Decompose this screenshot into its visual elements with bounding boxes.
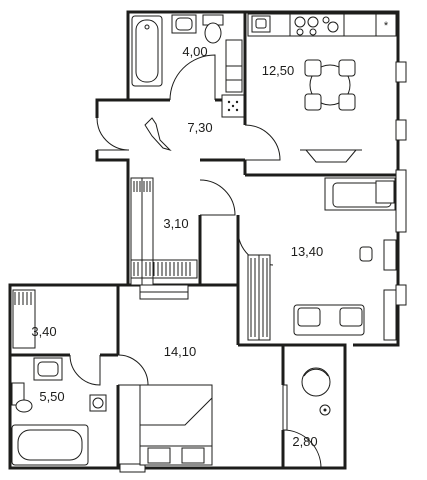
exterior-walls	[8, 10, 400, 470]
area-label-hallway: 7,30	[187, 120, 212, 135]
area-label-living-room: 13,40	[291, 244, 324, 259]
bath-top-fixtures	[131, 14, 245, 118]
area-label-bedroom: 14,10	[164, 344, 197, 359]
doors	[69, 54, 322, 469]
bedroom-fixtures	[139, 284, 213, 466]
area-label-bathroom-bottom: 5,50	[39, 389, 64, 404]
windows	[119, 61, 407, 473]
room-labels: 4,00 12,50 7,30 3,10 13,40 3,40 14,10 5,…	[31, 44, 323, 449]
area-label-kitchen: 12,50	[262, 63, 295, 78]
hallway-fixtures	[130, 117, 198, 286]
balcony-fixtures	[301, 367, 331, 416]
area-label-bathroom-top: 4,00	[182, 44, 207, 59]
svg-text:*: *	[384, 20, 389, 32]
area-label-wardrobe-left: 3,40	[31, 324, 56, 339]
area-label-balcony: 2,80	[292, 434, 317, 449]
kitchen-fixtures: *	[247, 13, 397, 163]
living-fixtures	[247, 177, 397, 341]
area-label-wardrobe-hall: 3,10	[163, 216, 188, 231]
left-fixtures	[11, 289, 107, 466]
